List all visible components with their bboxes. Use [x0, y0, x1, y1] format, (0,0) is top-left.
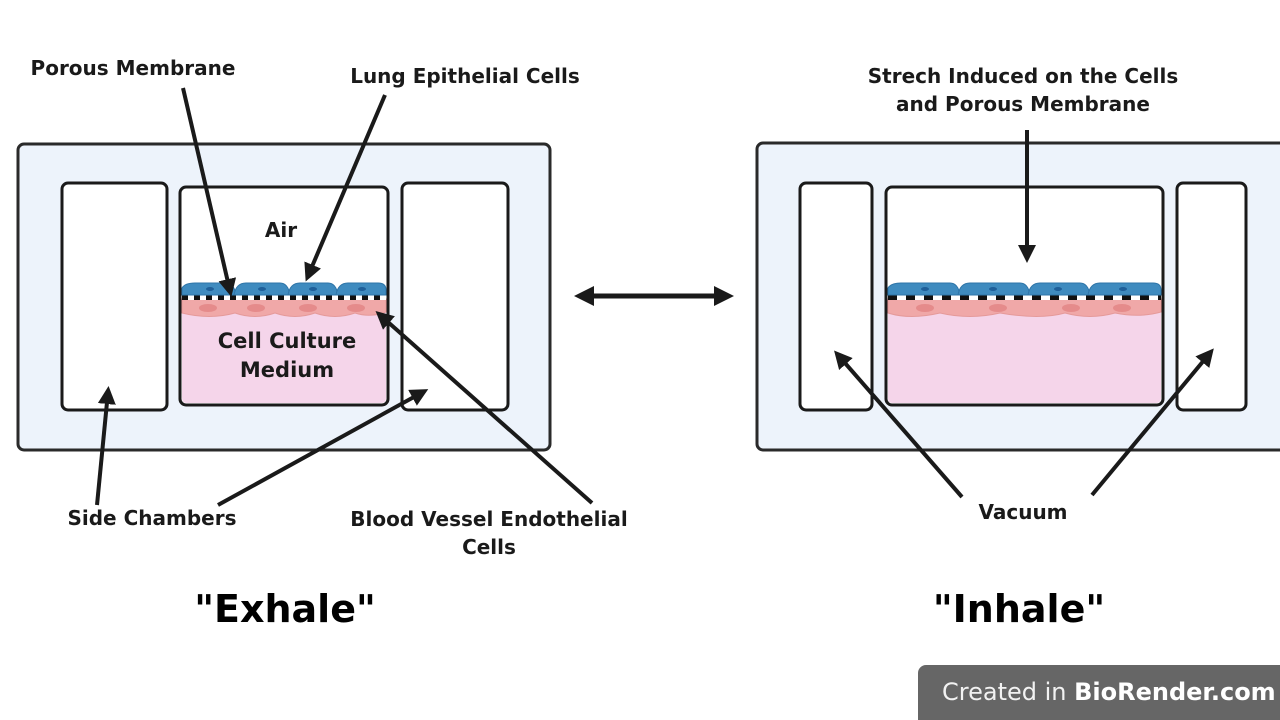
stretched-center-chamber: [884, 185, 1165, 407]
stretched-epithelial-cells: [887, 282, 1162, 296]
center-chamber: [178, 185, 390, 407]
inhale-title: "Inhale": [933, 587, 1105, 631]
side-chamber-arrow-2: [217, 389, 429, 507]
lung-epithelial-arrow: [304, 94, 387, 282]
left-vacuum-chamber: [798, 181, 874, 412]
side-chamber-arrow-1: [95, 386, 116, 506]
side-chambers-label: Side Chambers: [67, 506, 236, 530]
epithelial-cells: [181, 282, 387, 296]
medium-label-1: Cell Culture: [218, 329, 357, 353]
stretched-porous-membrane: [888, 295, 1161, 300]
inhale-device: [755, 141, 1280, 452]
vacuum-arrow-right: [1090, 348, 1214, 497]
porous-membrane: [182, 295, 386, 300]
stretch-label-2: and Porous Membrane: [896, 92, 1150, 116]
stretched-endothelial-cells: [887, 298, 1162, 317]
air-label: Air: [265, 218, 297, 242]
left-side-chamber: [60, 181, 169, 412]
badge-brand: BioRender.com: [1074, 678, 1276, 706]
porous-membrane-arrow: [181, 87, 237, 297]
medium-label-2: Medium: [240, 358, 334, 382]
exhale-device: [16, 142, 552, 452]
blood-vessel-arrow: [375, 311, 594, 505]
blood-vessel-label-2: Cells: [462, 535, 516, 559]
right-side-chamber: [400, 181, 510, 412]
vacuum-label: Vacuum: [978, 500, 1067, 524]
endothelial-cells: [181, 298, 387, 317]
vacuum-arrow-left: [834, 350, 964, 499]
biorender-badge: Created in BioRender.com: [918, 665, 1280, 720]
right-vacuum-chamber: [1175, 181, 1248, 412]
lung-epithelial-label: Lung Epithelial Cells: [350, 64, 580, 88]
stretch-label-1: Strech Induced on the Cells: [868, 64, 1179, 88]
badge-prefix: Created in: [942, 678, 1075, 706]
blood-vessel-label-1: Blood Vessel Endothelial: [350, 507, 627, 531]
exhale-title: "Exhale": [194, 587, 376, 631]
porous-membrane-label: Porous Membrane: [31, 56, 236, 80]
